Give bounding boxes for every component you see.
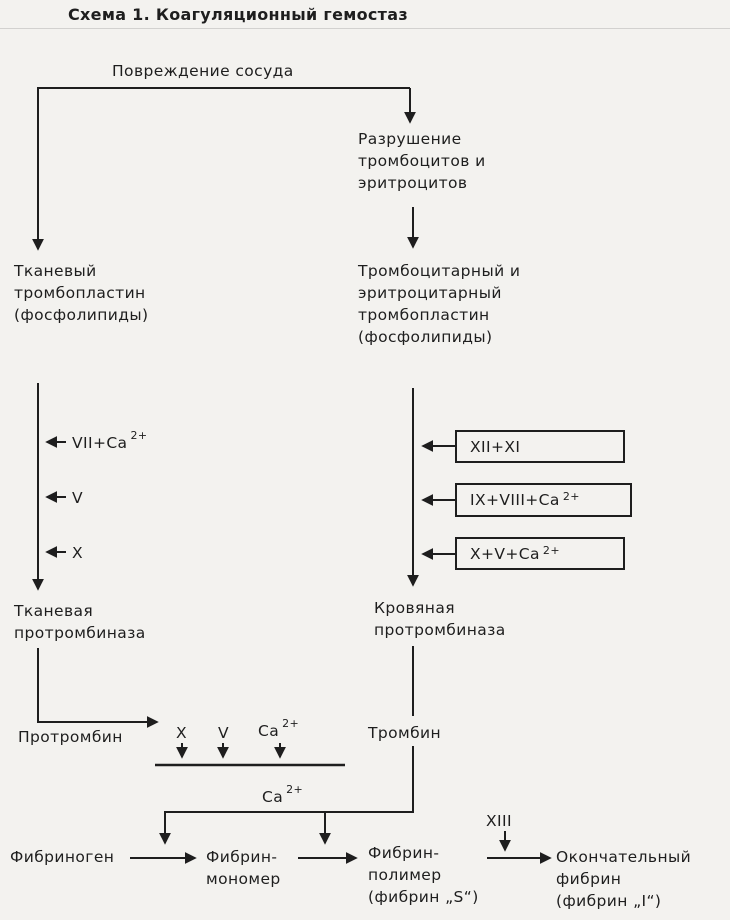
cofactor-ca-base: Ca [258,722,280,740]
arrow-tissue-to-prothrombin [37,648,159,728]
cofactor-v-base: V [218,724,230,742]
factor-v-base: V [72,489,84,507]
factor-box-ix-viii-ca-base: IX+VIII+Ca [470,491,560,509]
factor-box-xii-xi-base: XII+XI [470,437,521,456]
scan-artifact-line [0,28,730,29]
cofactor-x-base: X [176,724,188,742]
node-fibrinogen: Фибриноген [10,848,115,866]
cofactor-ca-sup: 2+ [282,716,300,730]
node-destruction: Разрушение тромбоцитов и эритроцитов [358,130,486,192]
node-prothrombin: Протромбин [18,728,123,746]
factor-vii-base: VII+Ca [72,434,128,452]
factor-box-xii-xi: XII+XI [455,430,625,463]
node-final-fibrin: Окончательный фибрин (фибрин „I“) [556,848,692,910]
ca-label-sup: 2+ [286,782,304,796]
ca-label-base: Ca [262,788,284,806]
node-tissue-thromboplastin: Тканевый тромбопластин (фосфолипиды) [14,262,149,324]
cofactor-x-label: X [176,722,190,744]
cofactor-v-label: V [218,722,232,744]
diagram-title: Схема 1. Коагуляционный гемостаз [68,5,408,24]
node-fibrin-polymer: Фибрин- полимер (фибрин „S“) [368,844,479,906]
factor-v-label: V [72,487,86,509]
node-thrombin: Тромбин [368,724,442,742]
factor-box-x-v-ca-base: X+V+Ca [470,544,540,563]
factor-x-base: X [72,544,84,562]
factor-vii-sup: 2+ [130,428,148,442]
arrow-damage-to-tissue [32,87,410,251]
arrow-thrombin-branch-left [159,746,414,845]
node-blood-prothrombinase: Кровяная протромбиназа [374,599,506,639]
node-tissue-prothrombinase: Тканевая протромбиназа [14,602,146,642]
node-vessel-damage: Повреждение сосуда [112,62,294,80]
node-fibrin-monomer: Фибрин- мономер [206,848,281,888]
factor-xiii-label: XIII [486,812,512,830]
node-platelet-thromboplastin: Тромбоцитарный и эритроцитарный тромбопл… [358,262,521,346]
factor-x-label: X [72,542,86,564]
